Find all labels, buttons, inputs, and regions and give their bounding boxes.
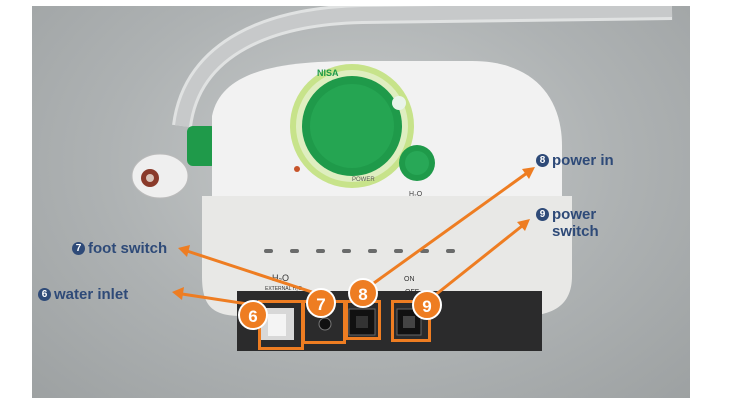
water-port-sublabel: EXTERNAL H₂O	[265, 286, 302, 292]
callout-6-text: water inlet	[54, 286, 129, 303]
callout-9-text-line1: power	[552, 206, 597, 223]
callout-foot-switch: 7 foot switch	[72, 240, 167, 257]
water-label: H₂O	[409, 191, 423, 198]
brand-logo-text: NISA	[317, 68, 339, 78]
callout-8-number: 8	[536, 154, 549, 167]
callout-power-in: 8 power in	[536, 152, 614, 169]
callout-power-switch: 9 power switch	[536, 206, 599, 240]
handpiece	[131, 153, 189, 199]
badge-9: 9	[412, 290, 442, 320]
water-port-label: H₂O	[272, 273, 289, 283]
callout-9-text-line2: switch	[552, 223, 599, 240]
power-in-socket	[348, 308, 376, 336]
callout-9-number: 9	[536, 208, 549, 221]
handpiece-holder	[187, 126, 217, 166]
power-switch-highlight	[391, 300, 431, 342]
callout-7-number: 7	[72, 242, 85, 255]
badge-7: 7	[306, 288, 336, 318]
foot-switch-jack	[318, 317, 332, 331]
badge-8: 8	[348, 278, 378, 308]
callout-8-text: power in	[552, 152, 614, 169]
callout-6-number: 6	[38, 288, 51, 301]
on-label: ON	[404, 276, 415, 283]
product-photo: NISA POWER H₂O H₂O EXTERNAL H₂O ON OFF	[32, 6, 690, 398]
badge-6: 6	[238, 300, 268, 330]
water-inlet-port	[268, 314, 286, 336]
power-label: POWER	[352, 177, 375, 183]
vent-slots	[264, 249, 455, 253]
device-illustration: NISA POWER H₂O H₂O EXTERNAL H₂O ON OFF	[131, 6, 673, 351]
callout-7-text: foot switch	[88, 240, 168, 257]
callout-water-inlet: 6 water inlet	[38, 286, 128, 303]
